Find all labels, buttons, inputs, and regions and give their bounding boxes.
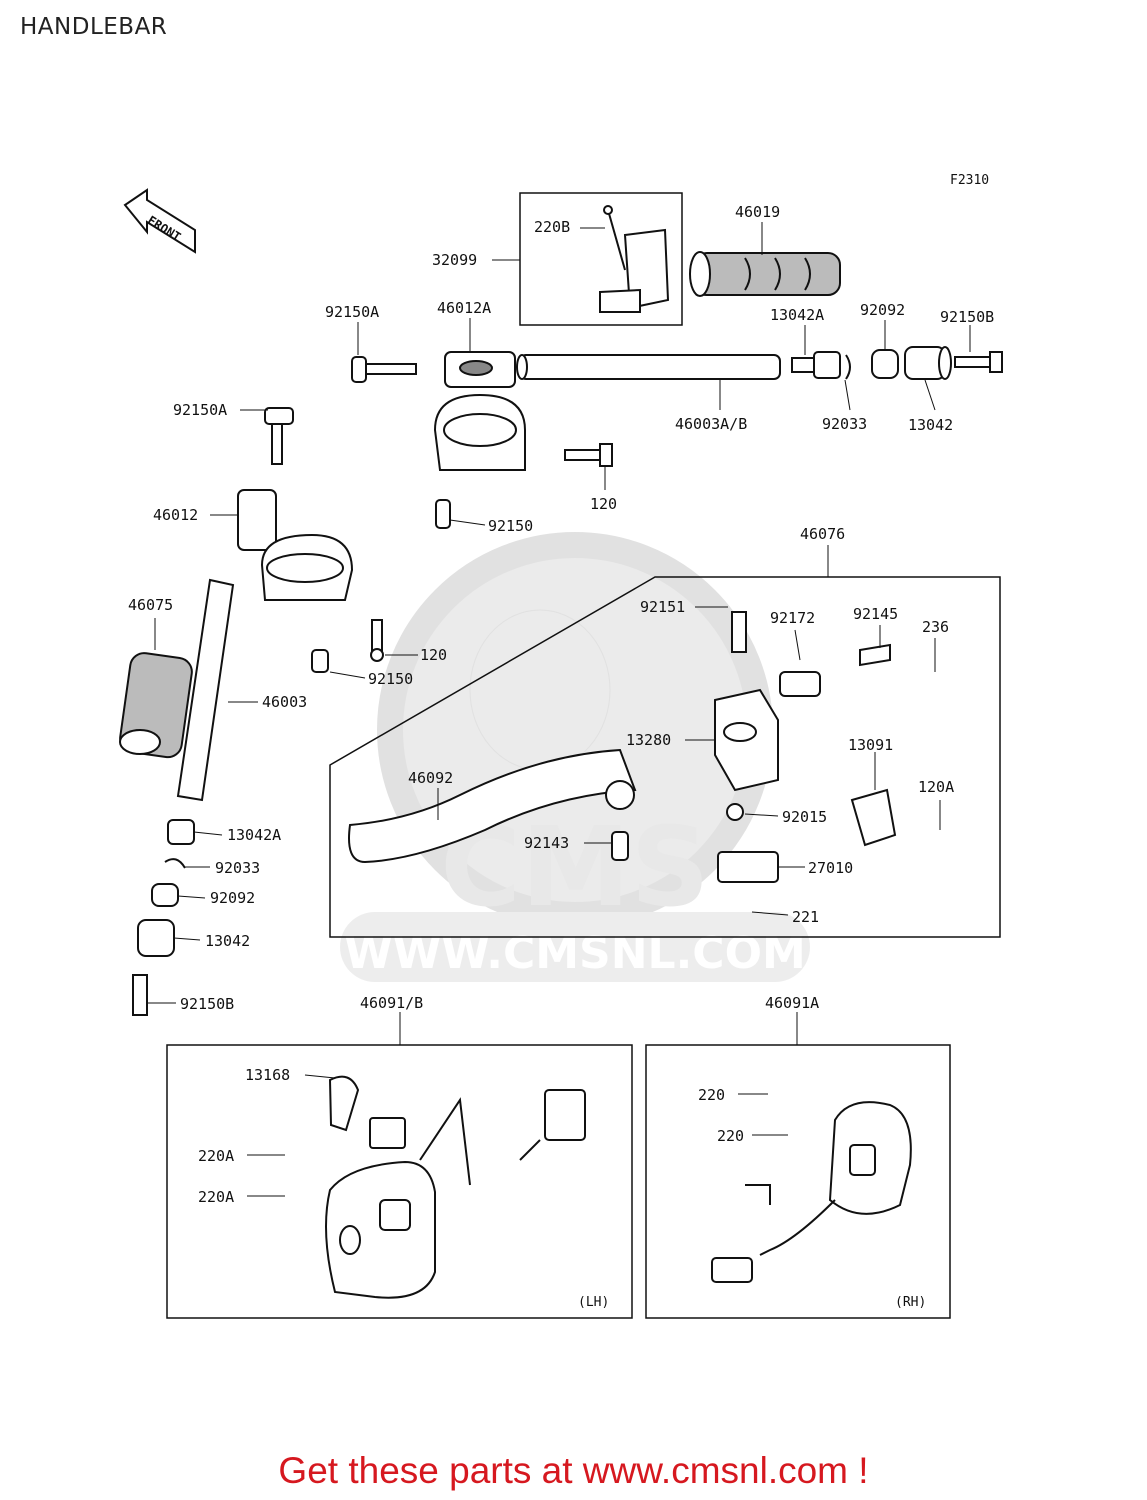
watermark-url: WWW.CMSNL.COM — [344, 928, 806, 979]
label-92015: 92015 — [782, 808, 827, 826]
label-32099: 32099 — [432, 251, 477, 269]
rh-switch-housing — [711, 1101, 912, 1283]
label-220A-1: 220A — [198, 1147, 234, 1165]
label-13042-left: 13042 — [205, 932, 250, 950]
label-120-mid: 120 — [420, 646, 447, 664]
label-92033-top: 92033 — [822, 415, 867, 433]
throttle-grip — [689, 251, 841, 297]
end-weights-top — [791, 346, 1003, 380]
label-46003AB: 46003A/B — [675, 415, 747, 433]
label-rh: (RH) — [895, 1295, 926, 1310]
label-13042A-left: 13042A — [227, 826, 281, 844]
label-13042-top: 13042 — [908, 416, 953, 434]
label-92151: 92151 — [640, 598, 685, 616]
label-13168: 13168 — [245, 1066, 290, 1084]
bolt-120-top — [435, 443, 613, 529]
label-46075: 46075 — [128, 596, 173, 614]
bolt-92150A-top — [351, 356, 417, 383]
clutch-lever — [348, 748, 637, 864]
figure-code: F2310 — [950, 173, 989, 188]
label-46012: 46012 — [153, 506, 198, 524]
label-92150-top: 92150 — [488, 517, 533, 535]
label-220-1: 220 — [698, 1086, 725, 1104]
lever-holder — [611, 611, 897, 883]
label-220B: 220B — [534, 218, 570, 236]
label-lh: (LH) — [578, 1295, 609, 1310]
label-46019: 46019 — [735, 203, 780, 221]
throttle-group-box — [519, 192, 683, 326]
label-92150-mid: 92150 — [368, 670, 413, 688]
label-13091: 13091 — [848, 736, 893, 754]
label-46091A: 46091A — [765, 994, 819, 1012]
label-92150B-left: 92150B — [180, 995, 234, 1013]
label-46091B: 46091/B — [360, 994, 423, 1012]
label-92145: 92145 — [853, 605, 898, 623]
grip-left — [119, 652, 193, 759]
label-92150A-left: 92150A — [173, 401, 227, 419]
label-46076: 46076 — [800, 525, 845, 543]
handlebar-clamp-left — [237, 407, 354, 601]
label-120A: 120A — [918, 778, 954, 796]
handlebar-clamp-right — [433, 351, 526, 471]
label-92150B-top: 92150B — [940, 308, 994, 326]
bolts-left — [311, 619, 384, 673]
handlebar-tube-left — [176, 578, 235, 802]
leader-lines — [147, 222, 971, 1197]
label-46092: 46092 — [408, 769, 453, 787]
label-13280: 13280 — [626, 731, 671, 749]
lh-switch-housing — [325, 1075, 586, 1299]
end-weights-left — [132, 819, 195, 1016]
clutch-lever-group-box — [329, 576, 1001, 938]
order-cta-link[interactable]: Get these parts at www.cmsnl.com ! — [278, 1450, 869, 1491]
label-92092-left: 92092 — [210, 889, 255, 907]
label-221: 221 — [792, 908, 819, 926]
label-46012A: 46012A — [437, 299, 491, 317]
rh-switch-box — [645, 1044, 951, 1319]
label-92092-top: 92092 — [860, 301, 905, 319]
label-92033-left: 92033 — [215, 859, 260, 877]
part-labels: 32099 220B 46019 92150A 46012A 13042A 92… — [128, 203, 994, 1310]
handlebar-tube-right — [516, 354, 781, 380]
page-title: HANDLEBAR — [20, 14, 168, 40]
label-120-top: 120 — [590, 495, 617, 513]
label-220-2: 220 — [717, 1127, 744, 1145]
label-92143: 92143 — [524, 834, 569, 852]
label-46003: 46003 — [262, 693, 307, 711]
front-arrow-icon: FRONT — [123, 188, 196, 254]
label-92150A-top: 92150A — [325, 303, 379, 321]
throttle-pulley — [599, 205, 670, 313]
label-13042A-top: 13042A — [770, 306, 824, 324]
label-27010: 27010 — [808, 859, 853, 877]
label-236: 236 — [922, 618, 949, 636]
label-220A-2: 220A — [198, 1188, 234, 1206]
label-92172: 92172 — [770, 609, 815, 627]
